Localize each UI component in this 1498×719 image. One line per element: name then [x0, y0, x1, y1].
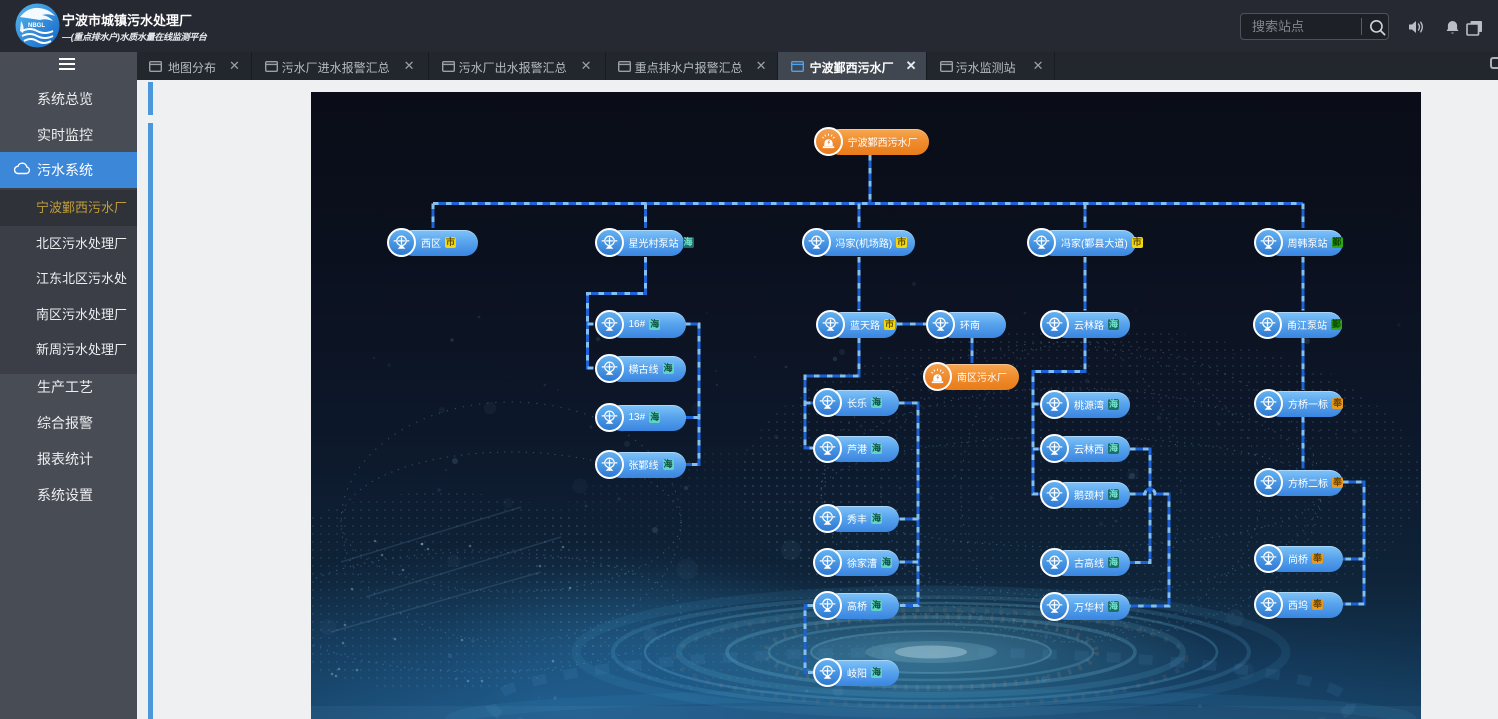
svg-text:NBGL: NBGL [28, 23, 45, 29]
